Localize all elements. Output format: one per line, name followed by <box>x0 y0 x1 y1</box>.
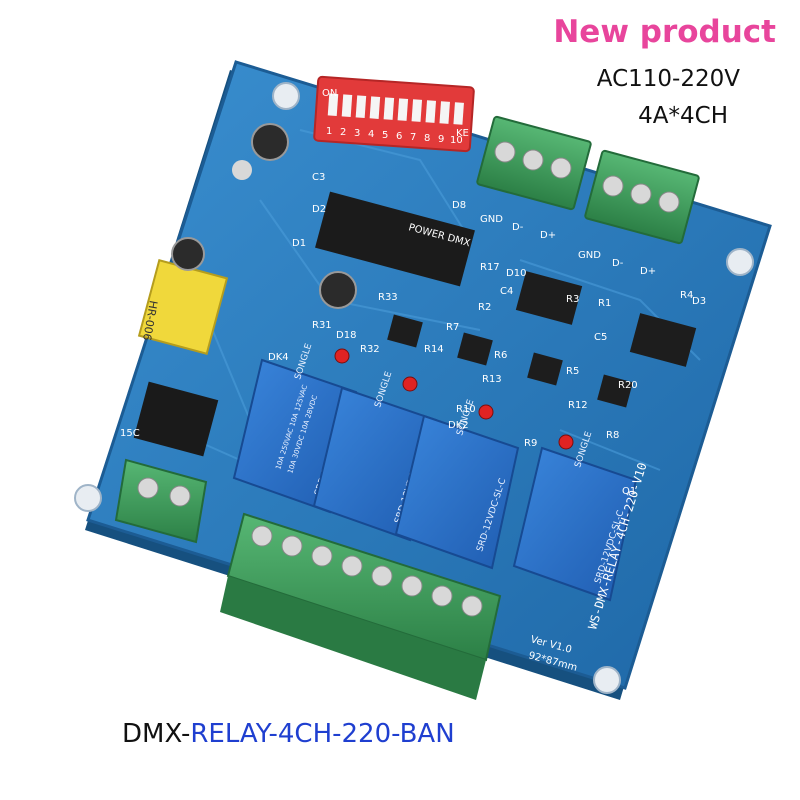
mount-hole-bottom-right <box>593 666 621 694</box>
ref-label: C4 <box>500 286 513 297</box>
power-supply-section <box>133 123 357 457</box>
dip-number: 5 <box>382 130 388 141</box>
ref-label: D3 <box>692 296 706 307</box>
dip-number: 2 <box>340 127 346 138</box>
dmx-terminal-right <box>584 149 700 245</box>
ref-label: R7 <box>446 322 459 333</box>
dip-numbers: 1 2 3 4 5 6 7 8 9 10 <box>326 126 463 146</box>
dip-ke-label: KE <box>456 128 469 139</box>
mount-hole-top-left <box>272 82 300 110</box>
ref-label: R8 <box>606 430 619 441</box>
output-terminals <box>114 458 502 700</box>
ref-label: R31 <box>312 320 332 331</box>
ref-label: D8 <box>452 200 466 211</box>
ref-label: C5 <box>594 332 607 343</box>
ref-label: DK4 <box>268 352 289 363</box>
d-minus-label-left: D- <box>512 222 524 233</box>
cap-15c-label: 15C <box>120 428 140 439</box>
ref-label: R12 <box>568 400 588 411</box>
gnd-label-left: GND <box>480 214 503 225</box>
ref-label: R5 <box>566 366 579 377</box>
ref-label: R4 <box>680 290 693 301</box>
ref-label: R2 <box>478 302 491 313</box>
ref-label: D10 <box>506 268 526 279</box>
reference-designators: C3 D2 D1 D8 R33 R31 D18 R32 DK4 R7 R14 R… <box>268 172 706 497</box>
headline-new-product: New product <box>553 14 776 50</box>
ref-label: R3 <box>566 294 579 305</box>
dip-number: 9 <box>438 134 444 145</box>
ref-label: R33 <box>378 292 398 303</box>
mount-hole-top-right <box>726 248 754 276</box>
ref-label: R14 <box>424 344 444 355</box>
ref-label: D18 <box>336 330 356 341</box>
ref-label: D1 <box>292 238 306 249</box>
dip-number: 8 <box>424 133 430 144</box>
ref-label: R1 <box>598 298 611 309</box>
channel-leds <box>334 348 574 450</box>
dip-number: 7 <box>410 132 416 143</box>
relay-3: SONGLE SRD-12VDC-SL-C <box>394 398 520 570</box>
ref-label: D2 <box>312 204 326 215</box>
d-plus-label-left: D+ <box>540 230 556 241</box>
ref-label: Q1 <box>622 486 636 497</box>
mount-hole-bottom-left <box>74 484 102 512</box>
dip-number: 3 <box>354 128 360 139</box>
model-prefix: DMX- <box>122 719 191 749</box>
dip-number: 6 <box>396 131 402 142</box>
model-name: DMX-RELAY-4CH-220-BAN <box>122 719 455 749</box>
ref-label: R10 <box>456 404 476 415</box>
ref-label: R13 <box>482 374 502 385</box>
ref-label: R17 <box>480 262 500 273</box>
ref-label: R20 <box>618 380 638 391</box>
ref-label: R32 <box>360 344 380 355</box>
dip-number: 10 <box>450 135 463 146</box>
dip-on-label: ON <box>322 88 337 99</box>
d-minus-label-right: D- <box>612 258 624 269</box>
dip-switch: ON KE 1 2 3 4 5 6 7 8 9 10 <box>313 75 475 153</box>
dip-number: 4 <box>368 129 374 140</box>
ref-label: R6 <box>494 350 507 361</box>
ref-label: C3 <box>312 172 325 183</box>
spec-current: 4A*4CH <box>638 103 728 129</box>
dmx-terminal-left <box>476 115 592 211</box>
relay-4: SONGLE SRD-12VDC-SL-C <box>512 430 638 602</box>
optocoupler-chips <box>387 271 697 408</box>
gnd-label-right: GND <box>578 250 601 261</box>
ref-label: R9 <box>524 438 537 449</box>
spec-voltage: AC110-220V <box>596 66 740 92</box>
dip-number: 1 <box>326 126 332 137</box>
ref-label: DK2 <box>448 420 469 431</box>
d-plus-label-right: D+ <box>640 266 656 277</box>
model-suffix: RELAY-4CH-220-BAN <box>190 719 455 749</box>
main-ic-chip <box>315 191 475 287</box>
